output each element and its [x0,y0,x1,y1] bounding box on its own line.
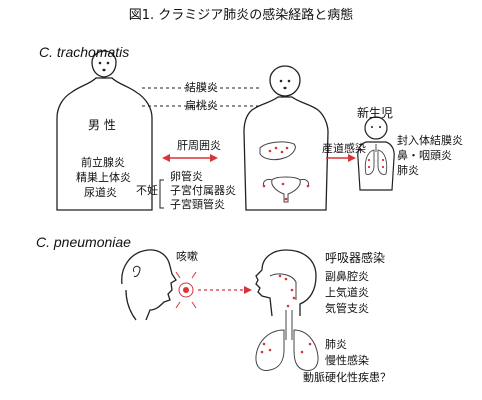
female-disease-salpingitis: 卵管炎 [170,170,203,183]
receiver-face [255,269,273,317]
lower-disease-chronic-infection: 慢性感染 [325,354,369,367]
cougher-ear [133,265,141,277]
uterus-infection-dots [262,182,310,201]
cougher-neck [125,289,137,321]
lower-disease-atherosclerosis: 動脈硬化性疾患？ [303,371,391,384]
newborn-lungs [364,144,388,175]
conjunctivitis-label: 結膜炎 [185,81,218,94]
liver-infection-dots [268,146,289,154]
male-silhouette [56,50,153,211]
cough-label: 咳嗽 [176,250,198,263]
male-disease-prostatitis: 前立腺炎 [81,156,125,169]
figure-title: 図1. クラミジア肺炎の感染経路と病態 [128,8,354,23]
male-face [98,61,110,72]
newborn-label: 新生児 [357,106,394,120]
droplet-transmission-arrow-head [244,286,252,294]
birth-canal-label: 産道感染 [322,142,366,155]
section-title-trachomatis: C. trachomatis [39,44,130,60]
infertility-bracket [159,179,164,209]
liver-organ [259,141,296,161]
cough-droplet-inner [183,287,189,293]
newborn-face [371,126,381,128]
newborn-disease-inclusion-conjunctivitis: 封入体結膜炎 [397,134,463,147]
cough-droplet-outer [178,282,194,298]
cougher-head-profile [121,249,177,321]
female-face [279,79,291,90]
receiver-head-profile [261,249,317,316]
infertility-label: 不妊 [136,184,158,197]
transmission-arrow-left-head [162,154,170,162]
sinus-airway [269,273,297,300]
female-silhouette [243,65,329,211]
upper-disease-sinusitis: 副鼻腔炎 [325,270,369,283]
upper-disease-bronchitis: 気管支炎 [325,302,369,315]
newborn-disease-nasopharyngitis: 鼻・咽頭炎 [397,149,452,162]
male-label: 男 性 [88,118,116,132]
tonsillitis-label: 扁桃炎 [185,99,218,112]
male-disease-urethritis: 尿道炎 [84,186,117,199]
newborn-figure [357,116,395,191]
trachea [285,310,293,340]
female-disease-adnexitis: 子宮付属器炎 [170,184,236,197]
section-title-pneumoniae: C. pneumoniae [36,234,131,250]
respiratory-infection-label: 呼吸器感染 [325,251,386,265]
perihepatitis-label: 肝周囲炎 [177,139,221,152]
newborn-disease-pneumonia: 肺炎 [397,164,419,177]
upper-disease-uri: 上気道炎 [325,286,369,299]
respiratory-infection-dots [278,274,296,308]
lower-disease-pneumonia: 肺炎 [325,338,347,351]
left-lung [255,329,285,371]
female-disease-cervicitis: 子宮頸管炎 [170,198,225,211]
cough-spray-lines [175,271,197,309]
transmission-arrow-right-head [210,154,218,162]
lung-infection-dots [260,342,312,354]
male-disease-epididymitis: 精巣上体炎 [76,171,131,184]
birth-canal-arrow-head [348,154,356,162]
right-lung [293,329,319,371]
newborn-infection-dots [367,158,385,169]
